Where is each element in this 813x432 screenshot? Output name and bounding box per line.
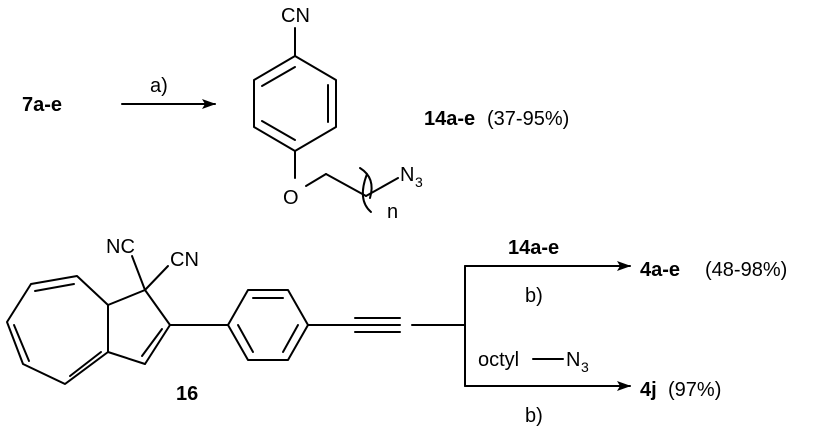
nitrile-label: CN xyxy=(281,5,310,27)
yield-4j: (97%) xyxy=(668,379,721,401)
yield-14a-e: (37-95%) xyxy=(487,108,569,130)
nitrile-nc-label: NC xyxy=(106,236,135,258)
starting-material-7a-e: 7a-e xyxy=(22,94,62,116)
nitrile-cn-label: CN xyxy=(170,249,199,271)
azide-subscript: 3 xyxy=(415,174,423,190)
compound-16-label: 16 xyxy=(176,383,198,405)
ether-oxygen: O xyxy=(283,187,299,209)
repeat-n: n xyxy=(387,201,398,223)
reagent-octyl: octyl xyxy=(478,349,519,371)
reagent-14a-e: 14a-e xyxy=(508,237,559,259)
reagent-azide-subscript: 3 xyxy=(581,359,589,375)
product-4j: 4j xyxy=(640,379,657,401)
condition-b-bottom: b) xyxy=(525,405,543,427)
reagent-azide-n: N xyxy=(566,349,580,371)
product-14a-e: 14a-e xyxy=(424,108,475,130)
condition-b-top: b) xyxy=(525,285,543,307)
yield-4a-e: (48-98%) xyxy=(705,259,787,281)
product-4a-e: 4a-e xyxy=(640,259,680,281)
azide-n: N xyxy=(400,164,414,186)
condition-a: a) xyxy=(150,75,168,97)
cyanophenyl-azide-structure: CN O n N 3 xyxy=(253,5,423,223)
compound-16-structure: NC CN xyxy=(6,236,466,385)
